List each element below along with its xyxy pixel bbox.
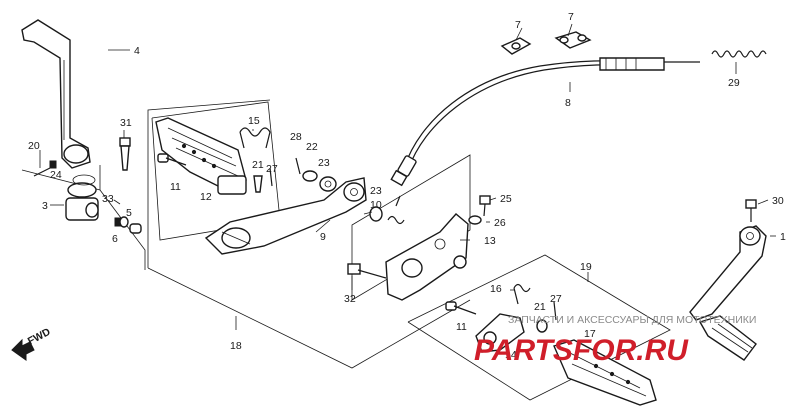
- callout-3: 3: [42, 200, 48, 212]
- callout-21a: 21: [252, 159, 264, 171]
- callouts: 1 3 4 5 6 7 7 8 9 10 11 11 12 13 14 15 1…: [28, 11, 786, 361]
- callout-28: 28: [290, 131, 302, 143]
- callout-29: 29: [728, 77, 740, 89]
- kick-pivot: [65, 174, 99, 221]
- callout-25: 25: [500, 193, 512, 205]
- callout-18: 18: [230, 340, 242, 352]
- fwd-arrow-icon: FWD: [11, 326, 53, 361]
- washers-22-23: [302, 170, 337, 192]
- washer-26: [468, 215, 482, 225]
- callout-22: 22: [306, 141, 318, 153]
- callout-23b: 23: [370, 185, 382, 197]
- assembly-box-19: [407, 254, 671, 401]
- callout-19: 19: [580, 261, 592, 273]
- callout-30: 30: [772, 195, 784, 207]
- callout-8: 8: [565, 97, 571, 109]
- spring-15: [239, 127, 271, 149]
- callout-5: 5: [126, 207, 132, 219]
- callout-6: 6: [112, 233, 118, 245]
- bolt-25: [479, 195, 491, 217]
- callout-23a: 23: [318, 157, 330, 169]
- callout-12: 12: [200, 191, 212, 203]
- bolt-30: [745, 199, 757, 222]
- callout-27a: 27: [266, 163, 278, 175]
- callout-17: 17: [584, 328, 596, 340]
- kick-starter-arm: [21, 19, 91, 169]
- callout-26: 26: [494, 217, 506, 229]
- callout-31: 31: [120, 117, 132, 129]
- watermark-brand: PARTSFOR.RU: [474, 334, 689, 367]
- brake-cable: [390, 57, 700, 187]
- callout-7a: 7: [515, 19, 521, 31]
- bolt-20: [33, 160, 57, 177]
- callout-9: 9: [320, 231, 326, 243]
- callout-21b: 21: [534, 301, 546, 313]
- callout-15: 15: [248, 115, 260, 127]
- callout-20: 20: [28, 140, 40, 152]
- shift-pedal-1: [689, 225, 767, 361]
- bolt-31: [119, 137, 131, 171]
- leader-lines: [39, 23, 776, 330]
- callout-11b: 11: [456, 321, 467, 333]
- callout-16: 16: [490, 283, 502, 295]
- callout-32: 32: [344, 293, 356, 305]
- bolt-32: [347, 263, 387, 279]
- cable-clip-7-left: [500, 37, 532, 55]
- callout-7b: 7: [568, 11, 574, 23]
- callout-1: 1: [780, 231, 786, 243]
- pin-27-right: [553, 301, 557, 321]
- callout-24: 24: [50, 169, 62, 181]
- washer-21-right: [536, 319, 548, 333]
- pin-11-left: [157, 153, 187, 166]
- callout-4: 4: [134, 45, 140, 57]
- brake-pedal-arm: [204, 177, 367, 255]
- footpeg-assembly-lower: [553, 339, 657, 406]
- pin-28: [295, 157, 301, 175]
- callout-27b: 27: [550, 293, 562, 305]
- fwd-label: FWD: [26, 326, 53, 348]
- watermark-tagline: ЗАПЧАСТИ И АКСЕССУАРЫ ДЛЯ МОТОТЕХНИКИ: [508, 314, 756, 326]
- callout-33: 33: [102, 193, 114, 205]
- callout-13: 13: [484, 235, 496, 247]
- pin-11-right: [445, 301, 477, 315]
- cable-clip-7-right: [554, 31, 592, 49]
- step-bracket-13: [385, 213, 469, 301]
- spring-16: [513, 283, 531, 305]
- pin-21-27: [253, 167, 273, 193]
- washers-5-6-33: [114, 216, 142, 234]
- callout-10: 10: [370, 199, 382, 211]
- return-spring-29: [711, 50, 767, 58]
- callout-14: 14: [505, 349, 517, 361]
- footpeg-bracket-14: [475, 313, 525, 353]
- spring-10: [369, 195, 405, 225]
- watermark: ЗАПЧАСТИ И АКСЕССУАРЫ ДЛЯ МОТОТЕХНИКИ PA…: [474, 314, 756, 367]
- callout-11a: 11: [170, 181, 181, 193]
